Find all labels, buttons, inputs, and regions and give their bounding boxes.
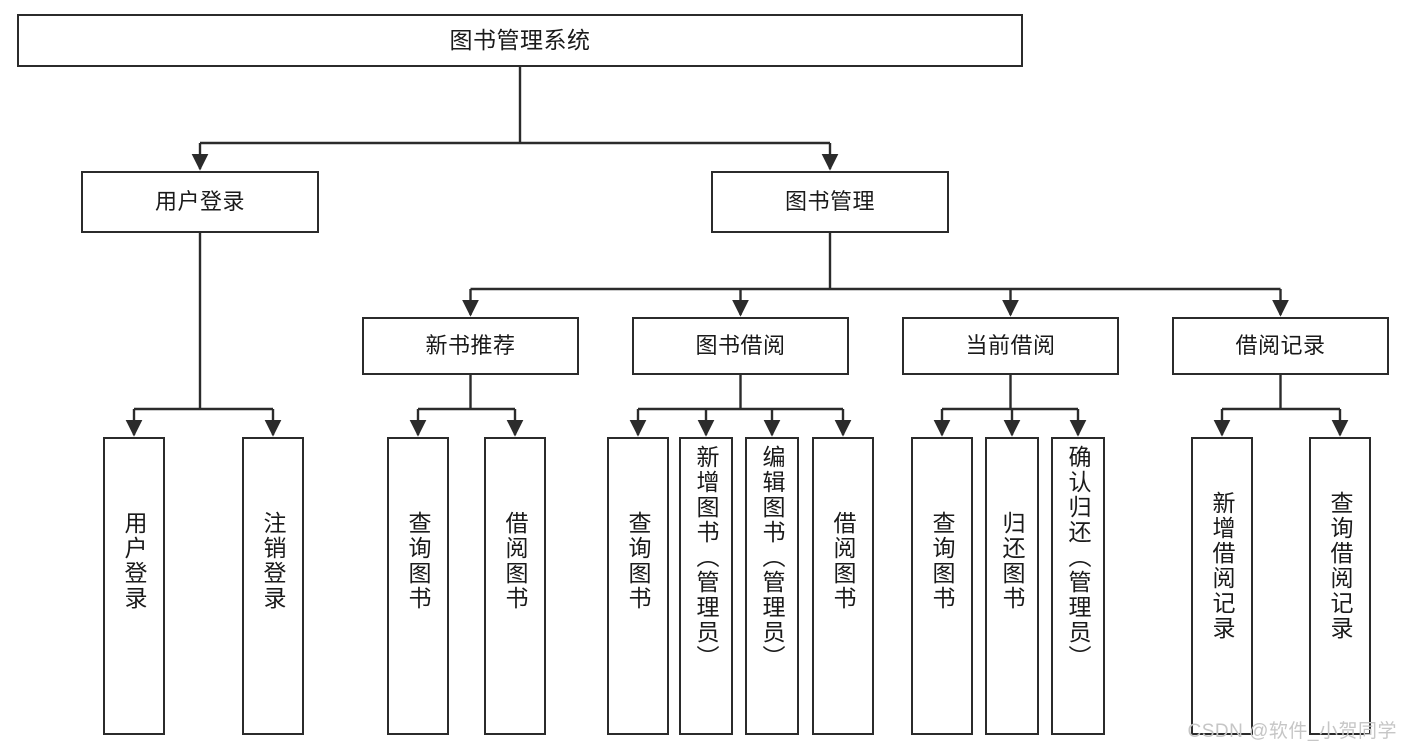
- node-leaf-borrow-book-2[interactable]: 借阅图书: [812, 437, 874, 735]
- node-new-book-rec[interactable]: 新书推荐: [362, 317, 579, 375]
- node-label: 借阅图书: [830, 511, 857, 611]
- node-label: 新增借阅记录: [1209, 491, 1236, 641]
- node-label: 借阅记录: [1235, 332, 1326, 358]
- node-label: 用户登录: [154, 188, 245, 214]
- node-book-manage[interactable]: 图书管理: [711, 171, 949, 233]
- node-label: 图书管理系统: [449, 26, 591, 53]
- node-leaf-confirm-return[interactable]: 确认归还（管理员）: [1051, 437, 1105, 735]
- node-label: 注销登录: [260, 511, 287, 611]
- node-label: 查询借阅记录: [1327, 491, 1354, 641]
- node-label: 新书推荐: [425, 332, 516, 358]
- node-leaf-user-login[interactable]: 用户登录: [103, 437, 165, 735]
- node-leaf-query-book-3[interactable]: 查询图书: [911, 437, 973, 735]
- node-current-borrow[interactable]: 当前借阅: [902, 317, 1119, 375]
- node-leaf-logout[interactable]: 注销登录: [242, 437, 304, 735]
- node-label: 借阅图书: [502, 511, 529, 611]
- node-book-borrow[interactable]: 图书借阅: [632, 317, 849, 375]
- node-leaf-query-record[interactable]: 查询借阅记录: [1309, 437, 1371, 735]
- node-leaf-add-book[interactable]: 新增图书（管理员）: [679, 437, 733, 735]
- node-user-login[interactable]: 用户登录: [81, 171, 319, 233]
- node-label: 确认归还（管理员）: [1065, 445, 1092, 670]
- node-label: 归还图书: [999, 511, 1026, 611]
- node-leaf-borrow-book-1[interactable]: 借阅图书: [484, 437, 546, 735]
- node-leaf-query-book-2[interactable]: 查询图书: [607, 437, 669, 735]
- node-leaf-add-record[interactable]: 新增借阅记录: [1191, 437, 1253, 735]
- node-leaf-return-book[interactable]: 归还图书: [985, 437, 1039, 735]
- node-label: 当前借阅: [965, 332, 1056, 358]
- csdn-watermark: CSDN @软件_小贺同学: [1187, 721, 1397, 742]
- node-leaf-query-book-1[interactable]: 查询图书: [387, 437, 449, 735]
- node-label: 新增图书（管理员）: [693, 445, 720, 670]
- node-label: 查询图书: [625, 511, 652, 611]
- node-borrow-record[interactable]: 借阅记录: [1172, 317, 1389, 375]
- node-label: 查询图书: [929, 511, 956, 611]
- node-label: 图书管理: [784, 188, 875, 214]
- node-label: 编辑图书（管理员）: [759, 445, 786, 670]
- node-label: 图书借阅: [695, 332, 786, 358]
- node-label: 用户登录: [121, 511, 148, 611]
- node-leaf-edit-book[interactable]: 编辑图书（管理员）: [745, 437, 799, 735]
- node-label: 查询图书: [405, 511, 432, 611]
- node-root[interactable]: 图书管理系统: [17, 14, 1023, 67]
